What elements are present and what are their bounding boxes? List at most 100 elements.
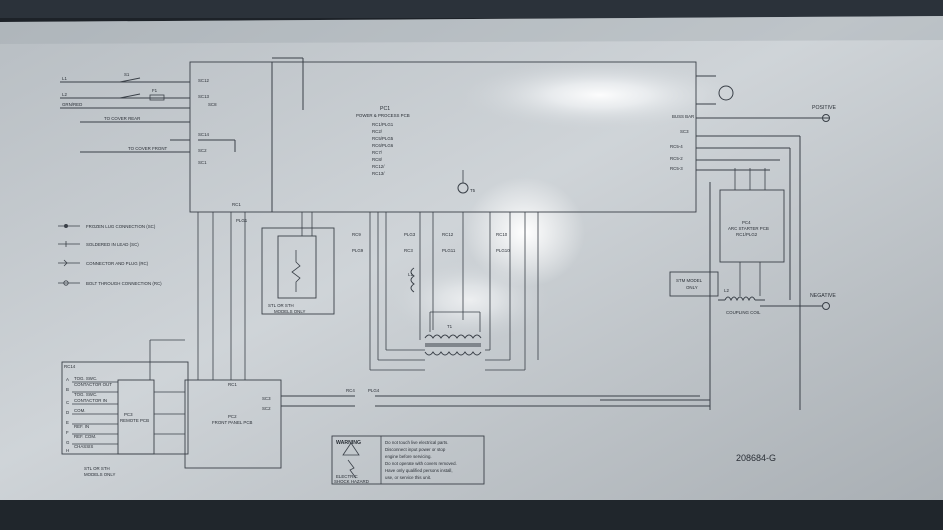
pc2-subtitle: FRONT PANEL PCB — [212, 420, 252, 425]
rc1b-label: RC1 — [228, 382, 237, 387]
pc1-conn-6: RC12/ — [372, 164, 385, 169]
t5-label: T5 — [470, 188, 476, 193]
sc3-label: SC3 — [680, 129, 689, 134]
negative-label: NEGATIVE — [810, 293, 836, 299]
warning-hazard-0: ELECTRIC — [336, 474, 358, 479]
to-cover-rear: TO COVER REAR — [104, 116, 140, 121]
rc5-4-label: RC5-4 — [670, 144, 683, 149]
warning-hazard-1: SHOCK HAZARD — [334, 479, 369, 484]
pc4-conn: RC1/PLG2 — [736, 232, 758, 237]
s1-label: S1 — [124, 72, 130, 77]
positive-label: POSITIVE — [812, 105, 836, 111]
sc14-label: SC14 — [198, 132, 210, 137]
sc3b-label: SC3 — [262, 396, 271, 401]
pc2-title: PC2 — [228, 414, 237, 419]
rc10-label: RC10 — [496, 232, 508, 237]
stl-note-0: STL OR STH — [268, 303, 294, 308]
plg9-label: PLG9 — [352, 248, 364, 253]
rc11-label: RC12 — [442, 232, 454, 237]
plg4-label: PLG4 — [368, 388, 380, 393]
rc4-label: RC4 — [346, 388, 355, 393]
stm-note-0: STM MODEL — [676, 278, 703, 283]
pc1-conn-7: RC13/ — [372, 171, 385, 176]
remote-label-7: CHASSIS — [74, 444, 93, 449]
warning-title: WARNING — [336, 440, 361, 446]
legend-3: BOLT THROUGH CONNECTION (RC) — [86, 281, 162, 286]
wire-l2: L2 — [62, 92, 67, 97]
wiring — [58, 57, 830, 485]
remote-label-0: TOG. SWC. — [74, 376, 97, 381]
warning-line-2: engine before servicing. — [385, 454, 432, 459]
pc1-title: PC1 — [380, 106, 390, 112]
l1-label: L1 — [408, 272, 413, 277]
warning-line-1: Disconnect input power or stop — [385, 447, 446, 452]
legend-1: SOLDERED IN LEAD (SC) — [86, 242, 139, 247]
plg11-label: PLG11 — [442, 248, 456, 253]
pc1-conn-5: RC8/ — [372, 157, 383, 162]
remote-pin-c: C — [66, 400, 69, 405]
pc1-conn-1: RC2/ — [372, 129, 383, 134]
sc1-label: SC1 — [198, 160, 207, 165]
stl-note2-0: STL OR STH — [84, 466, 110, 471]
sc12-label: SC12 — [198, 78, 210, 83]
rc1-label: RC1 — [232, 202, 241, 207]
camera-glare — [460, 60, 740, 130]
l2-label: L2 — [724, 288, 729, 293]
coupling-coil: COUPLING COIL — [726, 310, 761, 315]
pc1-conn-2: RC5/PLG5 — [372, 136, 394, 141]
legend-2: CONNECTOR AND PLUG (RC) — [86, 261, 149, 266]
t1-label: T1 — [447, 324, 453, 329]
rc5-3-label: RC5-3 — [670, 166, 683, 171]
remote-label-2: TOG. SWC. — [74, 392, 97, 397]
stm-note-1: ONLY — [686, 285, 698, 290]
remote-label-4: COM. — [74, 408, 85, 413]
remote-header: RC14 — [64, 364, 76, 369]
wire-grn-red: GRN/RED — [62, 102, 82, 107]
remote-pin-e: E — [66, 420, 69, 425]
pc4-title: PC4 — [742, 220, 751, 225]
pc3-title: PC3 — [124, 412, 133, 417]
pc4-subtitle: ARC STARTER PCB — [728, 226, 769, 231]
warning-line-5: use, or service this unit. — [385, 475, 431, 480]
plg3-label: PLG3 — [404, 232, 416, 237]
remote-label-1: CONTACTOR OUT — [74, 382, 112, 387]
plg1-label: PLG1 — [236, 218, 248, 223]
top-edge — [0, 0, 943, 18]
pc2-box — [184, 379, 282, 469]
remote-label-6: REF. COM. — [74, 434, 96, 439]
remote-pin-h: H — [66, 448, 69, 453]
remote-pin-g: G — [66, 440, 70, 445]
plg10-label: PLG10 — [496, 248, 510, 253]
stl-note2-1: MODELS ONLY — [84, 472, 115, 477]
f1-label: F1 — [152, 88, 158, 93]
pc1-conn-0: RC1/PLG1 — [372, 122, 394, 127]
warning-box — [331, 435, 485, 485]
sc13-label: SC13 — [198, 94, 210, 99]
pc1-subtitle: POWER & PROCESS PCB — [356, 113, 410, 118]
remote-pin-f: F — [66, 430, 69, 435]
sc8-label: SC8 — [208, 102, 217, 107]
remote-pin-d: D — [66, 410, 69, 415]
warning-line-4: Have only qualified persons install, — [385, 468, 453, 473]
buss-bar: BUSS BAR — [672, 114, 694, 119]
labels: L1 L2 GRN/RED TO COVER REAR TO COVER FRO… — [62, 72, 836, 484]
pc3-subtitle: REMOTE PCB — [120, 418, 149, 423]
warning-line-0: Do not touch live electrical parts. — [385, 440, 448, 445]
sc2-label: SC2 — [198, 148, 207, 153]
sc2b-label: SC2 — [262, 406, 271, 411]
remote-pin-a: A — [66, 377, 69, 382]
drawing-number: 208684-G — [736, 453, 776, 463]
rc3-label: RC3 — [404, 248, 413, 253]
rc9-label: RC9 — [352, 232, 361, 237]
legend-0: FROZEN LUG CONNECTION (SC) — [86, 224, 156, 229]
main-chassis-box — [189, 61, 697, 213]
wire-l1: L1 — [62, 76, 67, 81]
remote-pin-b: B — [66, 387, 69, 392]
warning-line-3: Do not operate with covers removed. — [385, 461, 457, 466]
stl-note-1: MODELS ONLY — [274, 309, 305, 314]
to-cover-front: TO COVER FRONT — [128, 146, 168, 151]
pc1-conn-3: RC6/PLG6 — [372, 143, 394, 148]
remote-label-5: REF. IN — [74, 424, 89, 429]
